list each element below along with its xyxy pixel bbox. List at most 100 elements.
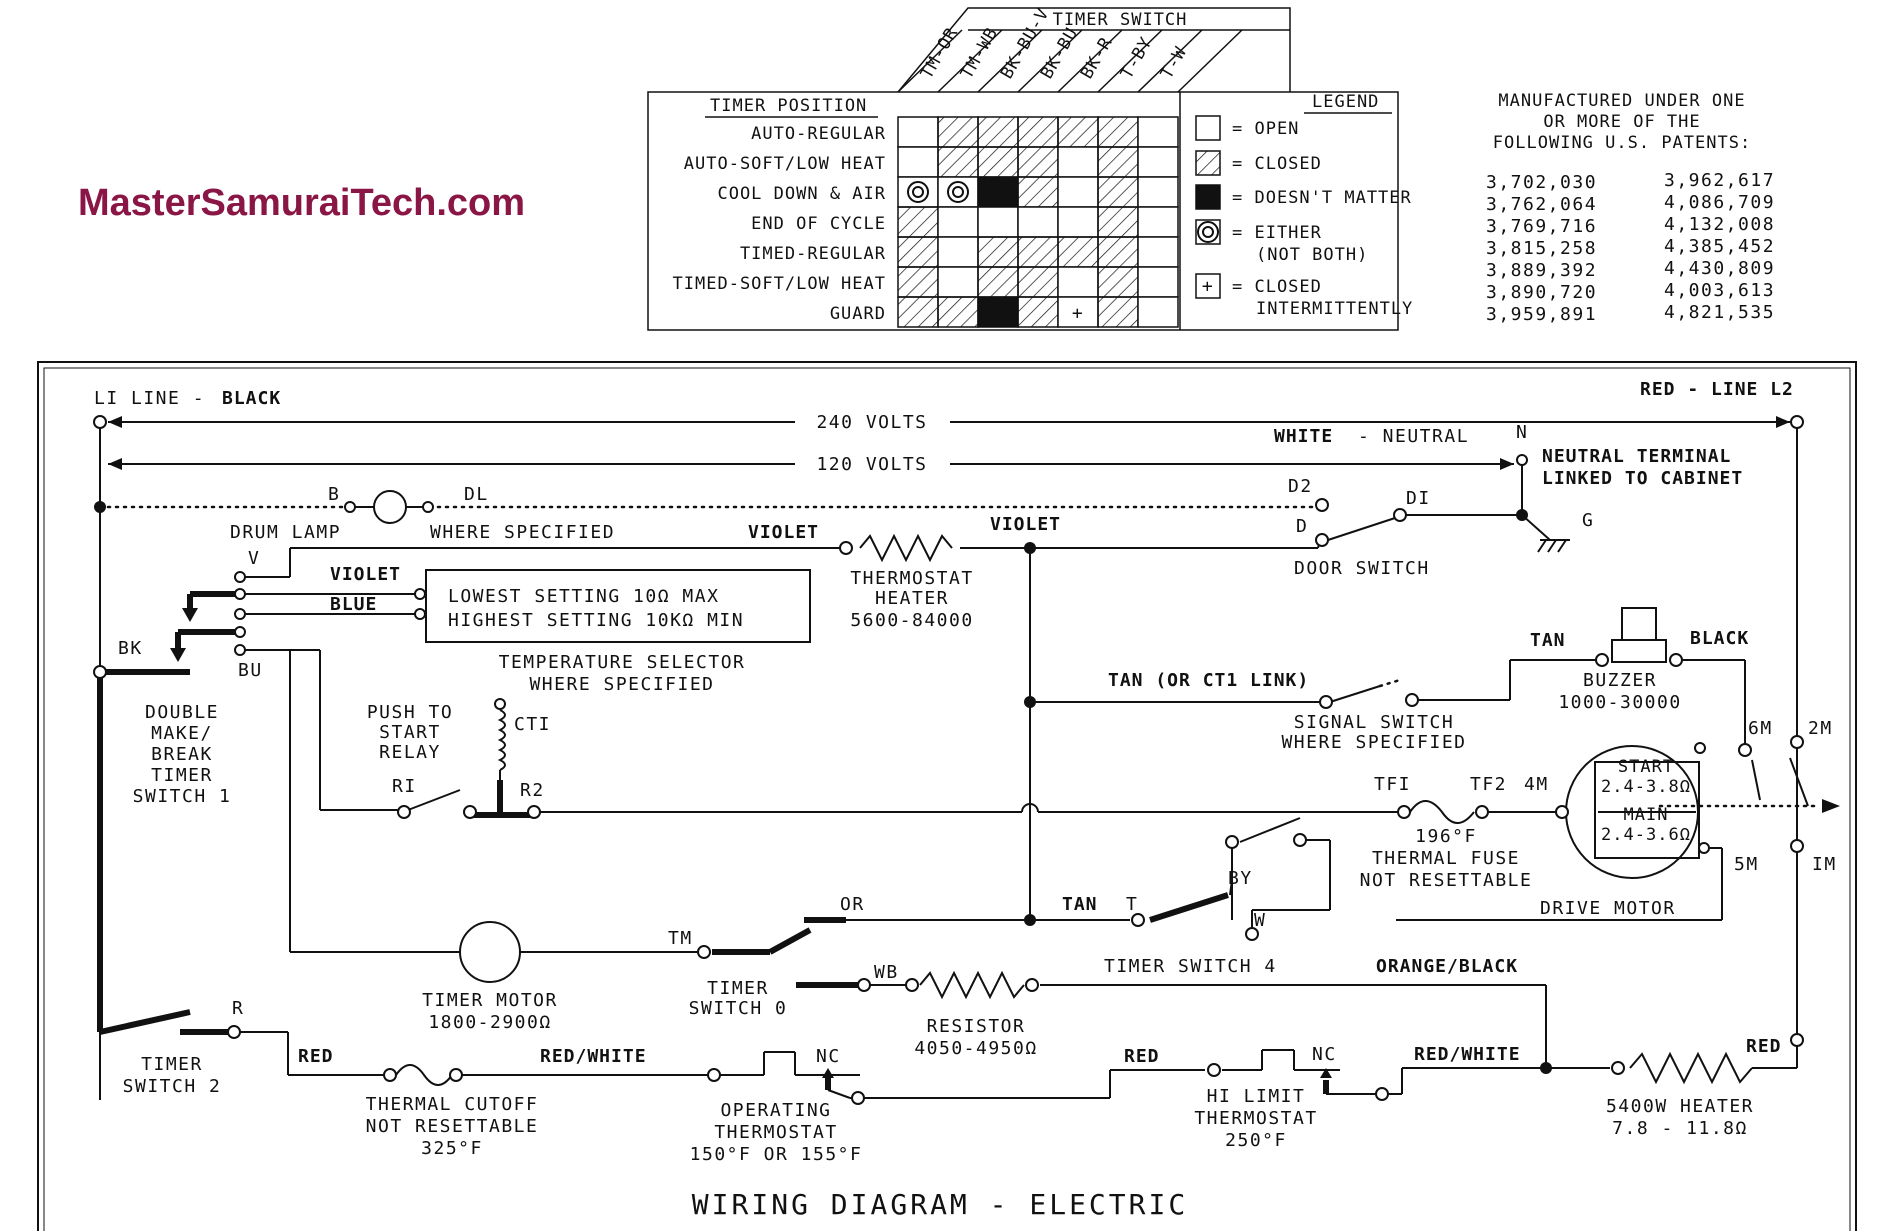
label-red-white-1: RED/WHITE (540, 1046, 647, 1067)
label-timer-motor-2: 1800-2900Ω (428, 1012, 551, 1033)
label-hi-limit-1: HI LIMIT (1207, 1086, 1306, 1107)
timer-cell (1017, 206, 1059, 238)
label-b: B (328, 484, 340, 505)
patent-number: 4,821,535 (1664, 302, 1775, 323)
timer-position-row: AUTO-SOFT/LOW HEAT (684, 154, 886, 174)
timer-position-row: GUARD (830, 304, 886, 324)
label-red-3: RED (1746, 1036, 1782, 1057)
label-timer-switch-2-2: SWITCH 2 (123, 1076, 222, 1097)
label-thermostat-heater-3: 5600-84000 (850, 610, 973, 631)
label-dl: DL (464, 484, 489, 505)
timer-cell (897, 206, 939, 238)
label-neutral-terminal: NEUTRAL TERMINAL (1542, 446, 1731, 467)
label-wb: WB (874, 962, 899, 983)
timer-cell (937, 116, 979, 148)
label-or: OR (840, 894, 865, 915)
label-where-specified-lamp: WHERE SPECIFIED (430, 522, 615, 543)
timer-cell (1137, 296, 1179, 328)
timer-cell (1097, 116, 1139, 148)
legend-either-icon (1197, 221, 1219, 243)
timer-cell (897, 266, 939, 298)
wires (97, 416, 1840, 1100)
timer-cell (1057, 176, 1099, 208)
timer-cell (937, 296, 979, 328)
patent-number: 4,086,709 (1664, 192, 1775, 213)
patent-number: 3,815,258 (1486, 238, 1597, 259)
legend-either-icon-inner (1202, 226, 1214, 238)
timer-position-row: END OF CYCLE (751, 214, 886, 234)
label-buzzer-1: BUZZER (1583, 670, 1657, 691)
timer-cell (1057, 116, 1099, 148)
column-divider (937, 29, 1003, 93)
patent-number: 4,003,613 (1664, 280, 1775, 301)
label-signal-switch-2: WHERE SPECIFIED (1281, 732, 1466, 753)
legend-label-line2: INTERMITTENTLY (1256, 299, 1413, 319)
patent-number: 4,385,452 (1664, 236, 1775, 257)
label-l1-line: LI LINE - (94, 388, 205, 409)
label-red-white-2: RED/WHITE (1414, 1044, 1521, 1065)
timer-cell (1017, 266, 1059, 298)
timer-cell (1137, 266, 1179, 298)
timer-cell (1017, 296, 1059, 328)
label-push-to-start-2: START (379, 722, 441, 743)
column-divider (1057, 29, 1123, 93)
legend: LEGEND = OPEN= CLOSED= DOESN'T MATTER= E… (1195, 92, 1413, 319)
label-r2: R2 (520, 780, 545, 801)
timer-cell (1097, 266, 1139, 298)
timer-cell (1017, 176, 1059, 208)
patents-header-line: OR MORE OF THE (1543, 112, 1700, 132)
timer-cell (1097, 176, 1139, 208)
column-header: TM-WB (957, 24, 1002, 83)
legend-swatch-intermittent (1195, 273, 1221, 299)
either-mark-inner (912, 186, 924, 198)
legend-swatch-open (1195, 115, 1221, 141)
timer-cell (937, 206, 979, 238)
column-header: T-W (1157, 43, 1191, 82)
label-tf1: TFI (1374, 774, 1411, 795)
label-timer-switch-2-1: TIMER (141, 1054, 203, 1075)
label-nc-2: NC (1312, 1044, 1337, 1065)
label-heater-2: 7.8 - 11.8Ω (1612, 1118, 1748, 1139)
timer-cell (977, 236, 1019, 268)
label-timer-switch-0-1: TIMER (707, 978, 769, 999)
label-tm: TM (668, 928, 693, 949)
label-v: V (248, 548, 260, 569)
label-timer-switch-4: TIMER SWITCH 4 (1104, 956, 1277, 977)
label-signal-switch-1: SIGNAL SWITCH (1294, 712, 1454, 733)
label-120-volts: 120 VOLTS (816, 454, 927, 475)
label-r1: RI (392, 776, 417, 797)
legend-label-line2: (NOT BOTH) (1256, 245, 1368, 265)
label-thermal-cutoff-2: NOT RESETTABLE (366, 1116, 539, 1137)
column-header: TM-OR (917, 24, 962, 83)
legend-swatch-doesnt (1195, 184, 1221, 210)
label-timer-motor-1: TIMER MOTOR (422, 990, 558, 1011)
label-violet-top-right: VIOLET (990, 514, 1061, 535)
label-red-line-l2: RED - LINE L2 (1640, 379, 1794, 400)
timer-cell (1097, 146, 1139, 178)
timer-cell (977, 116, 1019, 148)
column-header: BK-BU (1037, 24, 1082, 83)
column-divider (1137, 29, 1203, 93)
label-resistor-1: RESISTOR (927, 1016, 1026, 1037)
label-dmb-3: BREAK (151, 744, 213, 765)
column-header: T-BY (1117, 34, 1157, 83)
timer-cell (1137, 116, 1179, 148)
column-divider (1097, 29, 1163, 93)
timer-cell (1137, 146, 1179, 178)
label-6m: 6M (1748, 718, 1773, 739)
label-highest-setting: HIGHEST SETTING 10KΩ MIN (448, 610, 744, 631)
label-blue: BLUE (330, 594, 377, 615)
label-by: BY (1228, 868, 1253, 889)
timer-cell (897, 236, 939, 268)
label-tan: TAN (1530, 630, 1566, 651)
label-push-to-start-1: PUSH TO (367, 702, 453, 723)
patent-number: 3,959,891 (1486, 304, 1597, 325)
patent-number: 3,702,030 (1486, 172, 1597, 193)
label-ct1: CTI (514, 714, 551, 735)
label-thermostat-heater-1: THERMOSTAT (850, 568, 973, 589)
patent-number: 3,762,064 (1486, 194, 1597, 215)
label-start-value: 2.4-3.8Ω (1601, 777, 1691, 797)
label-black: BLACK (1690, 628, 1749, 649)
legend-label: = CLOSED (1232, 277, 1322, 297)
label-start: START (1618, 757, 1674, 777)
